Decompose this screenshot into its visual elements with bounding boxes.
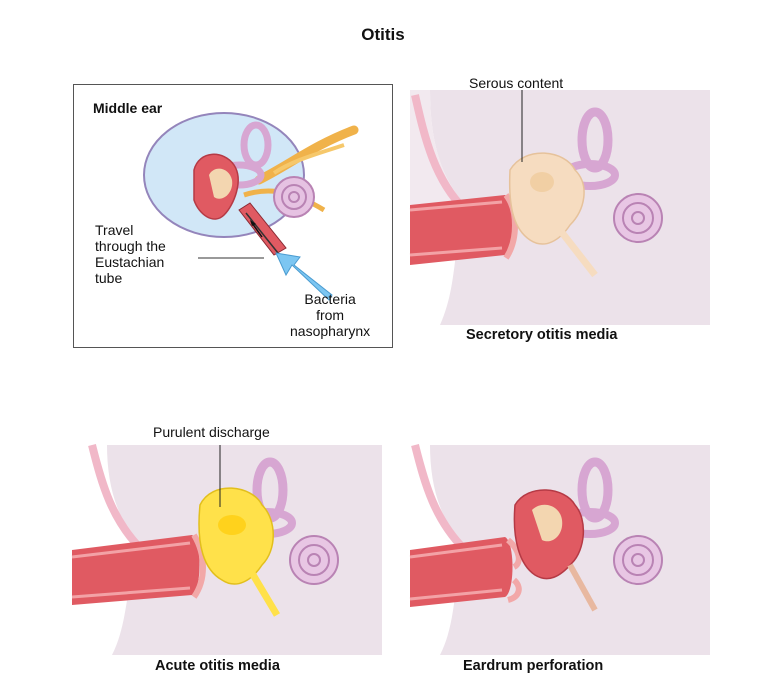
secretory-caption: Secretory otitis media — [466, 327, 618, 343]
serous-callout: Serous content — [469, 75, 564, 91]
acute-illustration — [71, 444, 382, 655]
middle-ear-heading: Middle ear — [93, 100, 163, 116]
travel-label: Travel through the Eustachian tube — [95, 222, 166, 286]
acute-caption: Acute otitis media — [155, 658, 280, 674]
bacteria-label: Bacteria from nasopharynx — [290, 291, 371, 339]
perforation-illustration — [409, 444, 710, 655]
purulent-callout: Purulent discharge — [153, 424, 270, 440]
page-title: Otitis — [361, 25, 405, 44]
perforation-caption: Eardrum perforation — [463, 658, 604, 674]
secretory-illustration — [409, 90, 710, 325]
middle-ear-illustration — [143, 112, 359, 301]
